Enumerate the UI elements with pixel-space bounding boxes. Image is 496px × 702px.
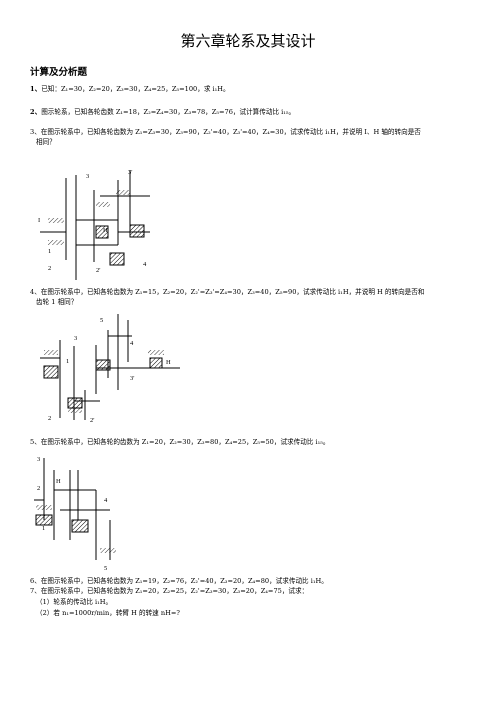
fig3-label: 4 bbox=[143, 261, 147, 268]
problem-5: 5、在图示轮系中，已知各轮的齿数为 Z₁=20，Z₂=30，Z₃=80，Z₄=2… bbox=[30, 438, 330, 446]
problem-7-sub-1: （1）轮系的传动比 i₁H。 bbox=[36, 598, 113, 606]
fig5-label: 1 bbox=[42, 525, 45, 532]
fig3-label: H bbox=[103, 227, 108, 234]
fig4-label: 3 bbox=[74, 335, 77, 342]
problem-1: 1、已知：Z₁=30，Z₂=20，Z₃=30，Z₄=25，Z₅=100，求 i₁… bbox=[30, 85, 230, 93]
fig5-label: 2 bbox=[37, 485, 40, 492]
fig4-label: 2 bbox=[48, 415, 51, 422]
fig3-label: 1 bbox=[48, 248, 51, 255]
problem-4: 4、在图示轮系中，已知各轮齿数为 Z₁=15，Z₂=20，Z₂'=Z₃'=Z₄=… bbox=[30, 288, 425, 306]
page-title: 第六章轮系及其设计 bbox=[180, 32, 316, 50]
fig5-label: 3 bbox=[37, 456, 40, 463]
fig4-label: H bbox=[166, 359, 171, 366]
figure-5 bbox=[34, 458, 116, 560]
fig4-label: 4 bbox=[130, 340, 134, 347]
fig3-label: 3 bbox=[86, 173, 89, 180]
fig3-label: 3' bbox=[128, 169, 132, 176]
fig3-label: 2' bbox=[96, 267, 100, 274]
fig5-label: H bbox=[56, 478, 61, 485]
problem-3: 3、在图示轮系中，已知各轮齿数为 Z₁=Z₃=30，Z₃=90，Z₂'=40，Z… bbox=[30, 128, 421, 146]
figure-3 bbox=[40, 170, 150, 280]
fig5-label: 4 bbox=[104, 497, 108, 504]
fig5-label: 5 bbox=[104, 565, 107, 572]
fig3-label: 2 bbox=[48, 265, 51, 272]
fig4-label: 5 bbox=[100, 317, 103, 324]
fig4-label: 3' bbox=[130, 375, 134, 382]
problem-2: 2、图示轮系，已知各轮齿数 Z₁=18，Z₂=Z₄=30，Z₃=78，Z₅=76… bbox=[30, 108, 296, 116]
problem-6: 6、在图示轮系中，已知各轮齿数为 Z₁=19，Z₂=76，Z₂'=40，Z₃=2… bbox=[30, 577, 328, 585]
section-heading: 计算及分析题 bbox=[30, 67, 88, 78]
problem-7-sub-2: （2）若 n₁=1000r/min，转臂 H 的转速 nH=? bbox=[36, 609, 180, 617]
fig4-label: 2' bbox=[90, 417, 94, 424]
problem-7: 7、在图示轮系中，已知各轮齿数为 Z₁=20，Z₂=25，Z₂'=Z₃=30，Z… bbox=[30, 587, 309, 595]
figure-4 bbox=[40, 314, 180, 420]
fig3-label: I bbox=[38, 217, 40, 224]
fig4-label: 1 bbox=[66, 358, 69, 365]
